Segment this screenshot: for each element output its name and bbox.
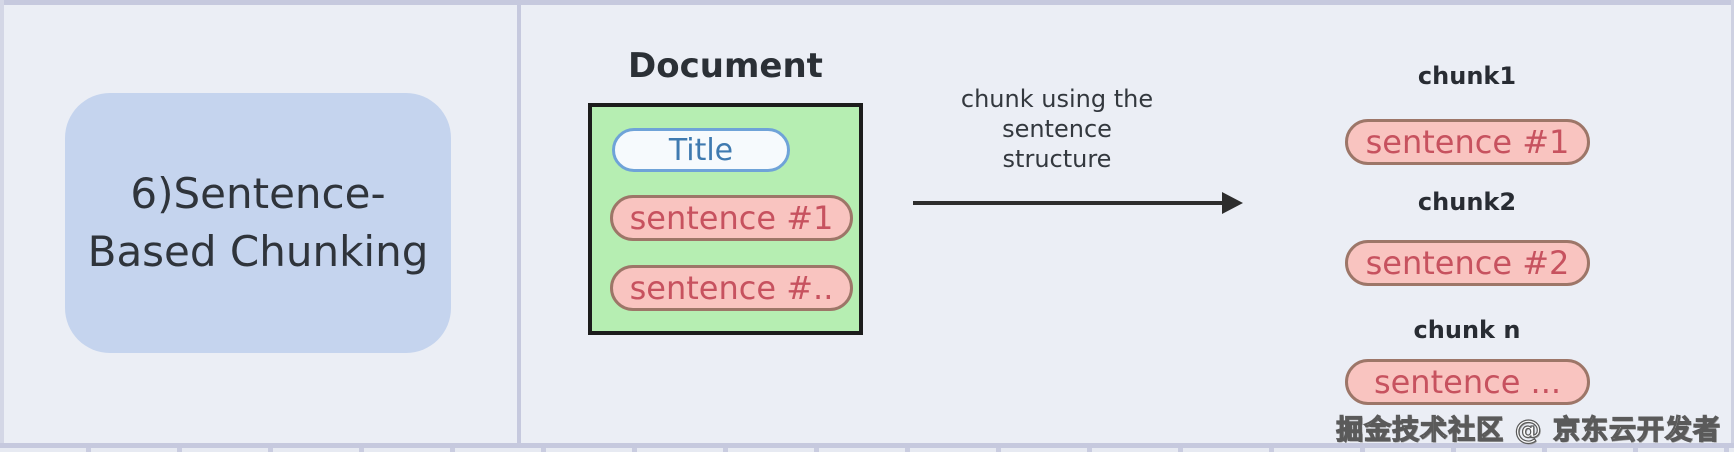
arrow-caption-line3: structure bbox=[1002, 145, 1112, 173]
frame-border-right bbox=[1731, 0, 1734, 444]
watermark: 掘金技术社区 @ 京东云开发者 bbox=[1336, 414, 1721, 446]
document-sentence-pill-1: sentence #1 bbox=[610, 195, 853, 241]
arrow-caption-line2: sentence bbox=[1002, 115, 1112, 143]
document-label: Document bbox=[628, 46, 823, 86]
document-title-text: Title bbox=[668, 132, 734, 168]
frame-border-left bbox=[0, 0, 4, 444]
panel-divider bbox=[517, 5, 521, 443]
chunk-sentence-text-2: sentence #2 bbox=[1365, 244, 1570, 282]
right-arrow-shaft bbox=[913, 201, 1225, 205]
method-title-line2: Based Chunking bbox=[87, 227, 429, 276]
frame-border-bottom bbox=[0, 443, 1734, 448]
right-arrow-head bbox=[1222, 192, 1243, 214]
document-box: Title sentence #1 sentence #.. bbox=[588, 103, 863, 335]
method-title-card: 6)Sentence- Based Chunking bbox=[65, 93, 451, 353]
document-title-pill: Title bbox=[612, 128, 790, 172]
chunk-sentence-pill-2: sentence #2 bbox=[1345, 240, 1590, 286]
document-sentence-pill-2: sentence #.. bbox=[610, 265, 853, 311]
document-sentence-text-1: sentence #1 bbox=[629, 199, 834, 237]
next-row-strip bbox=[0, 448, 1734, 452]
arrow-caption: chunk using the sentence structure bbox=[947, 84, 1167, 174]
chunk-label-3: chunk n bbox=[1413, 316, 1521, 344]
chunk-sentence-pill-1: sentence #1 bbox=[1345, 119, 1590, 165]
chunk-sentence-text-1: sentence #1 bbox=[1365, 123, 1570, 161]
frame-border-top bbox=[0, 0, 1734, 5]
chunk-label-1: chunk1 bbox=[1417, 62, 1517, 90]
chunk-label-2: chunk2 bbox=[1417, 188, 1517, 216]
arrow-caption-line1: chunk using the bbox=[960, 85, 1154, 113]
method-title-line1: 6)Sentence- bbox=[130, 169, 386, 218]
chunk-sentence-pill-3: sentence ... bbox=[1345, 359, 1590, 405]
chunk-sentence-text-3: sentence ... bbox=[1373, 363, 1562, 401]
document-sentence-text-2: sentence #.. bbox=[629, 269, 834, 307]
